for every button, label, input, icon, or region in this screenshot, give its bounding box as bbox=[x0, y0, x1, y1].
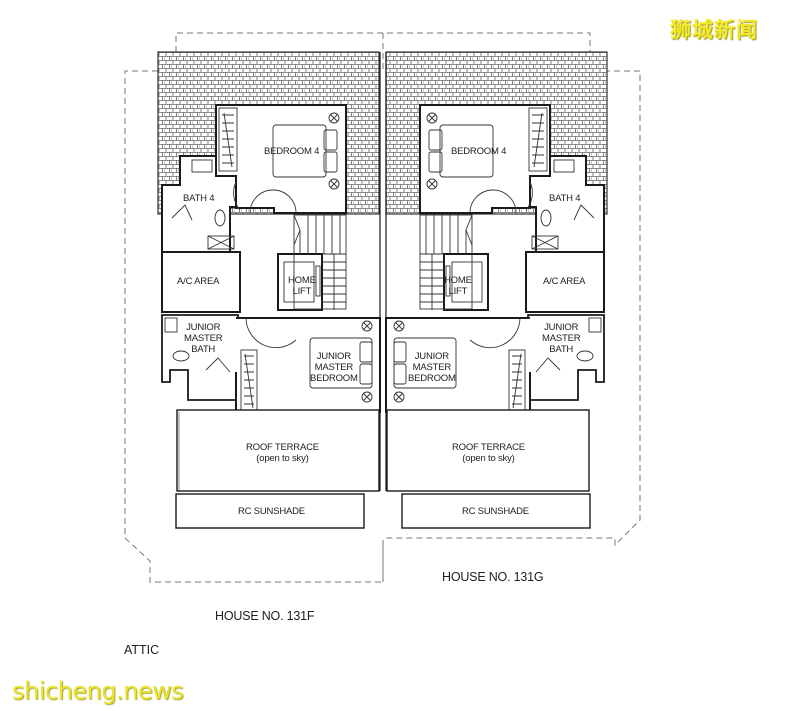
home-lift-line-2: LIFT bbox=[292, 286, 312, 297]
house-131f-terrace bbox=[175, 409, 380, 529]
room-label-bedroom-4-131g: BEDROOM 4 bbox=[451, 146, 507, 157]
watermark-site: shicheng.news bbox=[12, 677, 184, 705]
jm-bath-line-3: BATH bbox=[549, 344, 574, 355]
room-label-ac-area-131g: A/C AREA bbox=[543, 276, 586, 287]
house-131g-mirror bbox=[385, 104, 605, 529]
room-label-rc-sunshade-131f: RC SUNSHADE bbox=[238, 506, 305, 517]
room-label-junior-master-bedroom-131g: JUNIOR MASTER BEDROOM bbox=[408, 351, 456, 384]
room-label-home-lift-131f: HOME LIFT bbox=[288, 275, 316, 297]
watermark-chinese: 狮城新闻 bbox=[670, 18, 758, 42]
jm-bath-line-1: JUNIOR bbox=[186, 322, 221, 333]
room-label-bedroom-4-131f: BEDROOM 4 bbox=[264, 146, 320, 157]
jm-bedroom-line-3: BEDROOM bbox=[310, 373, 358, 384]
roof-terrace-note: (open to sky) bbox=[256, 453, 309, 464]
jm-bedroom-line-1: JUNIOR bbox=[316, 351, 351, 362]
home-lift-line-1: HOME bbox=[444, 275, 472, 286]
house-131f-interior bbox=[164, 107, 373, 411]
jm-bedroom-line-1: JUNIOR bbox=[414, 351, 449, 362]
room-label-junior-master-bedroom-131f: JUNIOR MASTER BEDROOM bbox=[310, 351, 358, 384]
room-label-junior-master-bath-131f: JUNIOR MASTER BATH bbox=[184, 322, 223, 355]
house-label-131f: HOUSE NO. 131F bbox=[215, 609, 315, 623]
jm-bath-line-1: JUNIOR bbox=[544, 322, 579, 333]
roof-terrace-note: (open to sky) bbox=[462, 453, 515, 464]
room-label-bath-4-131f: BATH 4 bbox=[183, 193, 215, 204]
jm-bath-line-3: BATH bbox=[191, 344, 216, 355]
jm-bedroom-line-3: BEDROOM bbox=[408, 373, 456, 384]
jm-bath-line-2: MASTER bbox=[542, 333, 581, 344]
level-label: ATTIC bbox=[124, 643, 160, 657]
house-label-131g: HOUSE NO. 131G bbox=[442, 570, 544, 584]
room-label-bath-4-131g: BATH 4 bbox=[549, 193, 581, 204]
house-131f-walls bbox=[161, 104, 381, 413]
roof-terrace-title: ROOF TERRACE bbox=[452, 442, 525, 453]
jm-bath-line-2: MASTER bbox=[184, 333, 223, 344]
jm-bedroom-line-2: MASTER bbox=[412, 362, 452, 373]
room-label-roof-terrace-131g: ROOF TERRACE (open to sky) bbox=[452, 442, 525, 464]
home-lift-line-2: LIFT bbox=[448, 286, 468, 297]
room-label-home-lift-131g: HOME LIFT bbox=[444, 275, 472, 297]
jm-bedroom-line-2: MASTER bbox=[314, 362, 354, 373]
room-label-junior-master-bath-131g: JUNIOR MASTER BATH bbox=[542, 322, 581, 355]
room-label-rc-sunshade-131g: RC SUNSHADE bbox=[462, 506, 529, 517]
party-wall bbox=[379, 52, 387, 491]
home-lift-line-1: HOME bbox=[288, 275, 316, 286]
roof-terrace-title: ROOF TERRACE bbox=[246, 442, 319, 453]
room-label-roof-terrace-131f: ROOF TERRACE (open to sky) bbox=[246, 442, 319, 464]
room-label-ac-area-131f: A/C AREA bbox=[177, 276, 220, 287]
